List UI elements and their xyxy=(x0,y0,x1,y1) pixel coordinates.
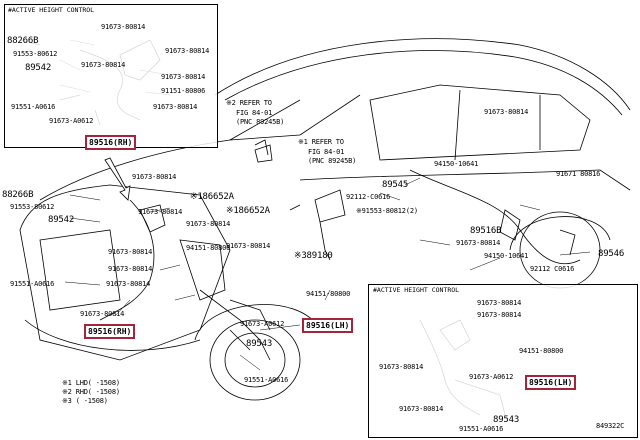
part-label: 89543 xyxy=(246,339,273,349)
part-label: 91551-A0616 xyxy=(10,280,55,288)
footnote: ※3 ( -1508) xyxy=(62,397,108,405)
part-label: 94150-10641 xyxy=(434,160,479,168)
height-sensor-front xyxy=(199,289,271,361)
part-label: 91673-80814 xyxy=(186,220,231,228)
part-label: 92112-C0616 xyxy=(346,193,391,201)
part-label: 91673-80814 xyxy=(165,47,210,55)
highlight-part-89516-rh[interactable]: 89516(RH) xyxy=(84,324,136,339)
car-bumper xyxy=(24,319,201,351)
sensor-wire-rear xyxy=(409,169,581,265)
refer-note: (PNC 89245B) xyxy=(236,118,285,126)
part-label: 91673-80814 xyxy=(138,208,183,216)
part-label: 91673-A0612 xyxy=(240,320,285,328)
wheel-arch-front xyxy=(194,304,321,341)
part-label: 94151-80800 xyxy=(519,347,564,355)
footnote: ※2 RHD( -1508) xyxy=(62,388,120,396)
part-label: 89542 xyxy=(48,215,75,225)
part-label: 89545 xyxy=(382,180,409,190)
figure-id: 849322C xyxy=(596,422,625,430)
part-label: 91673-80814 xyxy=(161,73,206,81)
highlight-part-89516-lh[interactable]: 89516(LH) xyxy=(302,318,354,333)
part-label: 91553-80612 xyxy=(13,50,58,58)
part-label: 91151-80806 xyxy=(161,87,206,95)
part-label: 91673-80814 xyxy=(81,61,126,69)
part-label: 91673-A0612 xyxy=(469,373,514,381)
part-label: 91673-80814 xyxy=(80,310,125,318)
car-door-line xyxy=(454,89,541,161)
footnote: ※1 LHD( -1508) xyxy=(62,379,120,387)
refer-note: FIG 84-01 xyxy=(236,109,273,117)
part-label: 91673-80814 xyxy=(226,242,271,250)
part-label: 91673-80814 xyxy=(399,405,444,413)
part-label: 91551-A0616 xyxy=(11,103,56,111)
car-roof-line xyxy=(214,38,631,111)
part-label: 92112 C0616 xyxy=(530,265,575,273)
ecu-bracket xyxy=(314,189,346,223)
car-side-windows xyxy=(369,84,591,161)
part-label: 89542 xyxy=(25,63,52,73)
car-front xyxy=(19,184,231,361)
inset-active-height-lh: #ACTIVE HEIGHT CONTROL 91673-80814 91673… xyxy=(368,284,638,438)
inset-title: #ACTIVE HEIGHT CONTROL xyxy=(373,286,460,294)
part-label: 91551-A0616 xyxy=(244,376,289,384)
part-label: 91673-80814 xyxy=(108,248,153,256)
inset-arrow xyxy=(104,157,131,201)
car-roof-inner xyxy=(224,50,623,116)
part-label: 91673-80814 xyxy=(153,103,198,111)
refer-note: ※2 REFER TO xyxy=(226,99,272,107)
part-label: 88266B xyxy=(2,190,34,200)
part-label: 89546 xyxy=(598,249,625,259)
part-label: 94150-10641 xyxy=(484,252,529,260)
highlight-part-89516-lh-inset[interactable]: 89516(LH) xyxy=(525,375,577,390)
part-label: ※186652A xyxy=(226,206,270,216)
refer-note: ※1 REFER TO xyxy=(298,138,344,146)
highlight-part-89516-rh-inset[interactable]: 89516(RH) xyxy=(85,135,137,150)
mirror xyxy=(254,144,273,163)
front-wheel-inner xyxy=(224,332,286,388)
part-label: 91673-80814 xyxy=(456,239,501,247)
car-body-side xyxy=(299,169,631,191)
inset-active-height-rh: #ACTIVE HEIGHT CONTROL 91673-80814 88266… xyxy=(4,4,218,150)
part-label: ※186652A xyxy=(190,192,234,202)
part-label: 94151-80800 xyxy=(306,290,351,298)
part-label: ※389180 xyxy=(294,251,333,261)
part-label: 88266B xyxy=(7,36,39,46)
refer-note: (PNC 89245B) xyxy=(308,157,357,165)
car-grille xyxy=(39,229,121,311)
part-label: 91551-A0616 xyxy=(459,425,504,433)
part-label: 91673-80814 xyxy=(477,299,522,307)
refer-note: FIG 84-01 xyxy=(308,148,345,156)
car-windshield xyxy=(229,94,361,141)
part-label: 94151-80800 xyxy=(186,244,231,252)
part-label: 91553-80612 xyxy=(10,203,55,211)
front-wheel xyxy=(209,319,301,401)
part-label: 91673-80814 xyxy=(101,23,146,31)
part-label: 91673-80814 xyxy=(106,280,151,288)
part-label: 91673-80814 xyxy=(108,265,153,273)
part-label: ※91553-80812(2) xyxy=(356,207,418,215)
part-label: 91673-80814 xyxy=(477,311,522,319)
wheel-arch-rear xyxy=(509,216,611,251)
part-label: 91673-80814 xyxy=(379,363,424,371)
inset-title: #ACTIVE HEIGHT CONTROL xyxy=(8,6,95,14)
part-label: 89516B xyxy=(470,226,502,236)
part-label: 91671 80816 xyxy=(556,170,601,178)
part-label: 91673-80814 xyxy=(132,173,177,181)
part-label: 89543 xyxy=(493,415,520,425)
part-label: 91673-80814 xyxy=(484,108,529,116)
part-label: 91673-A0612 xyxy=(49,117,94,125)
